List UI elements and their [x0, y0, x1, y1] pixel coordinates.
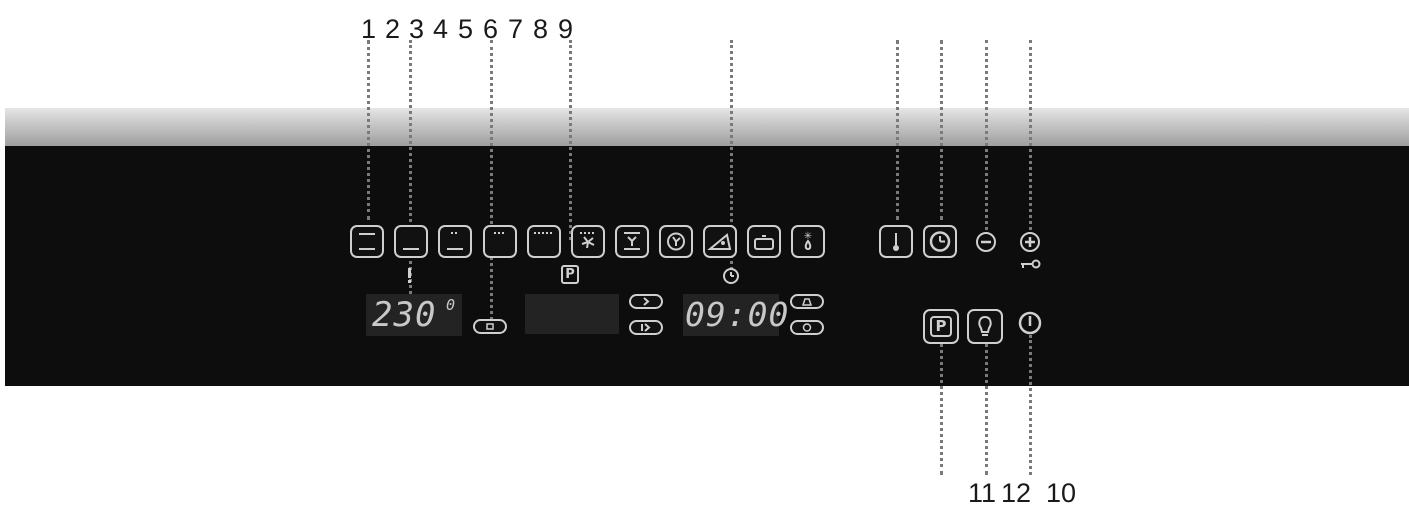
- timer-indicator-icon: [722, 267, 740, 290]
- next-button[interactable]: [629, 294, 663, 309]
- temperature-display: [366, 294, 462, 336]
- program-indicator-icon: P: [561, 265, 579, 284]
- timer-icon: [802, 323, 812, 332]
- leader-line-lamp: [985, 343, 988, 475]
- callout-number-12: 12: [1001, 478, 1032, 508]
- callout-number-6: 6: [483, 14, 499, 44]
- plus-icon: [1020, 232, 1040, 252]
- lamp-icon: [978, 315, 992, 336]
- roast-icon: [754, 235, 774, 250]
- lamp-button[interactable]: [967, 309, 1003, 344]
- defrost-button[interactable]: ✳: [791, 225, 825, 258]
- small-grill-icon: [447, 232, 463, 250]
- bottom-heat-icon: [403, 248, 419, 250]
- leader-line-power: [1029, 335, 1032, 475]
- grill-fan-button[interactable]: [571, 225, 605, 258]
- callout-number-5: 5: [458, 14, 474, 44]
- roast-button[interactable]: [747, 225, 781, 258]
- time-value: 09:00: [685, 295, 790, 334]
- grill-icon: [494, 232, 506, 234]
- chevron-right-icon: [643, 297, 650, 306]
- hot-air-icon: [667, 232, 685, 251]
- grill-button[interactable]: [483, 225, 517, 258]
- lock-button[interactable]: [473, 319, 507, 334]
- bottom-heat-button[interactable]: [394, 225, 428, 258]
- leader-line-9: [569, 40, 572, 240]
- large-grill-icon: [534, 232, 554, 234]
- leader-line-clock-btn: [940, 40, 943, 220]
- thermometer-button[interactable]: [879, 225, 913, 258]
- callout-number-11: 11: [968, 478, 997, 508]
- power-button[interactable]: [1017, 310, 1043, 341]
- temperature-value: 230: [372, 295, 437, 335]
- power-icon: [1018, 311, 1042, 335]
- large-grill-button[interactable]: [527, 225, 561, 258]
- minus-icon: [976, 232, 996, 252]
- leader-line-thermometer: [896, 40, 899, 220]
- warning-indicator-icon: [407, 268, 412, 284]
- callout-number-9: 9: [558, 14, 574, 44]
- callout-number-7: 7: [508, 14, 524, 44]
- callout-number-3: 3: [409, 14, 425, 44]
- top-bottom-heat-icon: [359, 233, 375, 250]
- leader-line-3: [409, 40, 412, 305]
- fan-bottom-heat-icon: [624, 232, 640, 250]
- leader-line-1: [367, 40, 370, 220]
- leader-line-plus: [1029, 40, 1032, 230]
- leader-line-program: [940, 343, 943, 475]
- leader-line-clock: [730, 40, 733, 270]
- hot-air-button[interactable]: [659, 225, 693, 258]
- leader-line-6: [490, 40, 493, 320]
- time-display: [683, 294, 779, 336]
- callout-number-8: 8: [533, 14, 549, 44]
- svg-text:✳: ✳: [804, 231, 812, 242]
- pizza-icon: [707, 233, 732, 250]
- top-bottom-heat-button[interactable]: [350, 225, 384, 258]
- key-icon: [1020, 257, 1042, 275]
- program-icon: P: [930, 316, 952, 337]
- control-panel: [5, 146, 1409, 386]
- program-button[interactable]: P: [923, 309, 959, 344]
- timer-button[interactable]: [790, 320, 824, 335]
- play-icon: [641, 323, 651, 332]
- bell-icon: [801, 298, 813, 306]
- defrost-icon: ✳: [804, 231, 812, 251]
- thermometer-icon: [893, 233, 899, 251]
- temperature-unit: 0: [446, 296, 457, 314]
- callout-number-4: 4: [433, 14, 449, 44]
- minus-button[interactable]: [974, 230, 998, 259]
- clock-button[interactable]: [923, 225, 957, 258]
- plus-button[interactable]: [1018, 230, 1042, 259]
- stainless-strip: [5, 108, 1409, 146]
- small-grill-button[interactable]: [438, 225, 472, 258]
- fan-bottom-heat-button[interactable]: [615, 225, 649, 258]
- pizza-button[interactable]: [703, 225, 737, 258]
- callout-number-10: 10: [1046, 478, 1077, 508]
- callout-number-1: 1: [361, 14, 377, 44]
- leader-line-minus: [985, 40, 988, 230]
- callout-number-2: 2: [385, 14, 401, 44]
- clock-icon: [929, 231, 951, 252]
- alarm-button[interactable]: [790, 294, 824, 309]
- program-display: [525, 294, 619, 334]
- start-button[interactable]: [629, 320, 663, 335]
- lock-icon: [486, 323, 494, 330]
- grill-fan-icon: [580, 232, 596, 249]
